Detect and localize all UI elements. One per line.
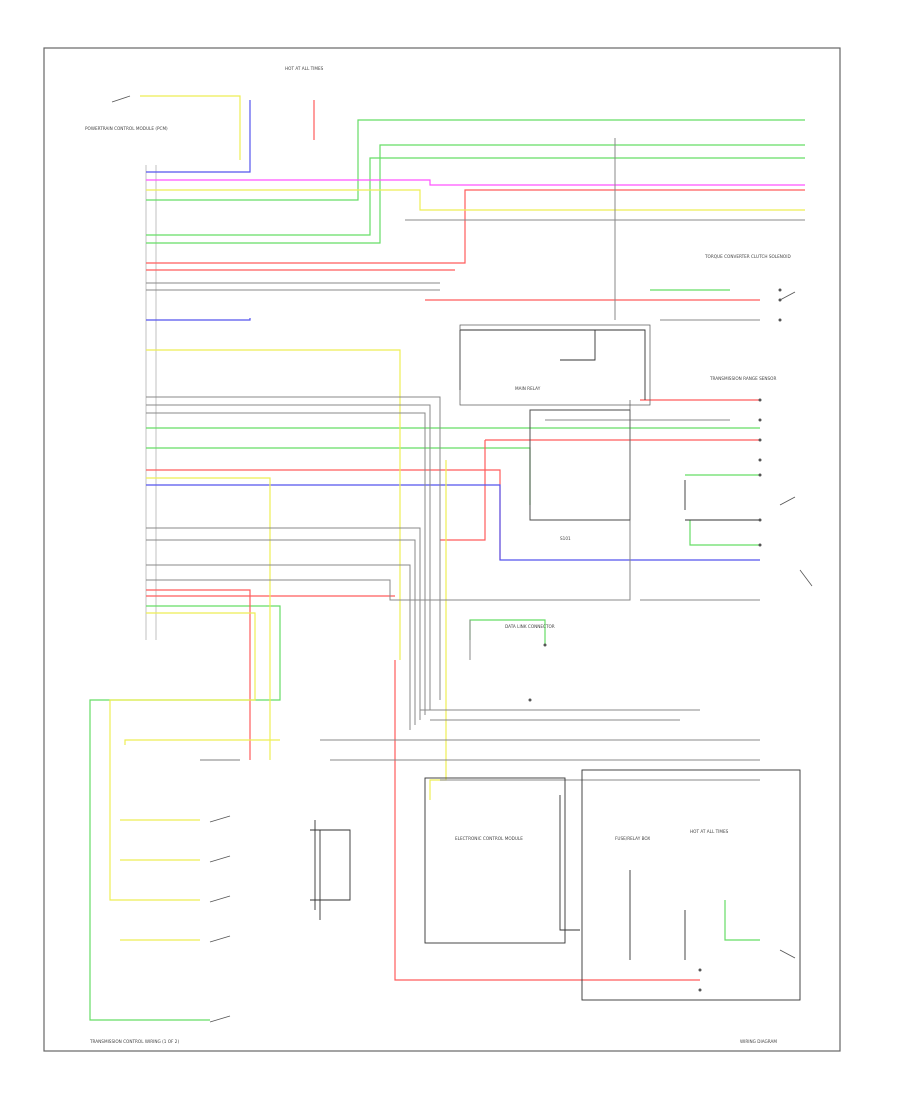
- fuse-title-label: FUSE/RELAY BOX: [615, 836, 650, 841]
- fuse-relay-box: [581, 769, 801, 1001]
- switch-contacts: [111, 95, 813, 1023]
- pcm-connector-pins: [145, 165, 157, 640]
- diagram-frame: [43, 47, 841, 1052]
- blue-wires: [146, 100, 760, 561]
- ecm-box: [424, 777, 566, 944]
- main-relay-box: [459, 324, 651, 406]
- ecm-label: ELECTRONIC CONTROL MODULE: [455, 836, 523, 841]
- splice-label: S101: [560, 536, 571, 541]
- pcm-label: POWERTRAIN CONTROL MODULE (PCM): [85, 126, 168, 131]
- trs-label: TRANSMISSION RANGE SENSOR: [709, 376, 776, 381]
- diag-connector-label: DATA LINK CONNECTOR: [505, 624, 555, 629]
- gray-wires: [146, 138, 805, 781]
- footer-right-label: WIRING DIAGRAM: [740, 1039, 777, 1044]
- tcc-label: TORQUE CONVERTER CLUTCH SOLENOID: [704, 254, 791, 259]
- magenta-wires: [146, 179, 805, 186]
- red-wires: [146, 100, 805, 981]
- green-wires: [89, 119, 805, 1021]
- footer-left-label: TRANSMISSION CONTROL WIRING (1 OF 2): [89, 1039, 179, 1044]
- hot-at-all-times-bottom-label: HOT AT ALL TIMES: [690, 829, 729, 834]
- hot-at-all-times-top-label: HOT AT ALL TIMES: [285, 66, 324, 71]
- yellow-wires: [109, 95, 805, 941]
- trs-box: [529, 409, 631, 521]
- black-wires: [310, 329, 760, 960]
- main-relay-label: MAIN RELAY: [515, 386, 541, 391]
- connector-dots: [528, 288, 782, 992]
